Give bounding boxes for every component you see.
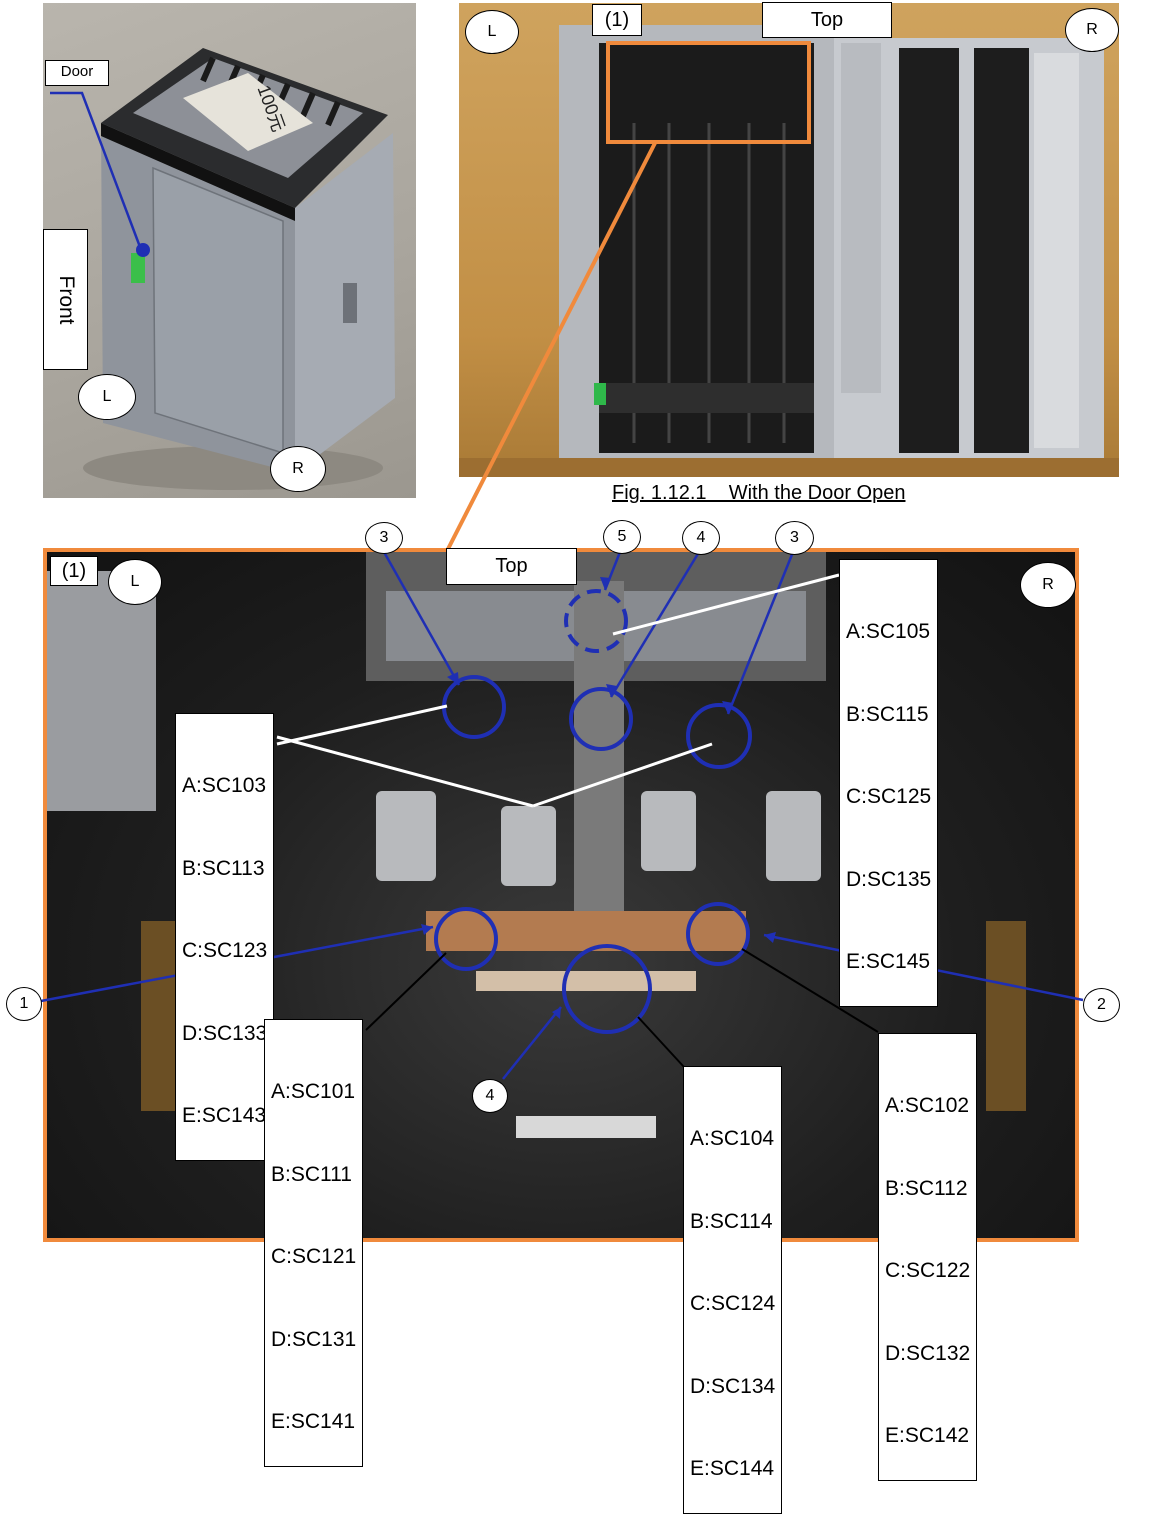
sensor-id: D:SC135	[846, 867, 932, 891]
sensor-id: E:SC141	[271, 1410, 356, 1433]
callout-4-bottom: 4	[472, 1079, 508, 1113]
callout-lines	[40, 142, 1084, 1080]
left-marker-unit: L	[78, 374, 136, 420]
callout-2: 2	[1083, 988, 1120, 1022]
sensor-id: D:SC133	[182, 1021, 268, 1045]
sensor-id: B:SC112	[885, 1176, 968, 1200]
door-label: Door	[45, 60, 109, 86]
callout-3-left: 3	[365, 522, 403, 554]
right-marker-unit: R	[270, 446, 326, 492]
figure-caption: Fig. 1.12.1 With the Door Open	[612, 482, 906, 504]
sensor-id: A:SC105	[846, 620, 931, 643]
top-label-detail: Top	[446, 548, 577, 585]
sensor-id: B:SC113	[182, 856, 265, 880]
sensor-id: B:SC111	[271, 1162, 352, 1186]
area-1-label-open: (1)	[592, 4, 642, 36]
sensor-group-sc103: A:SC103 B:SC113 C:SC123 D:SC133 E:SC143	[175, 713, 275, 1161]
left-marker-open: L	[465, 10, 519, 54]
sensor-group-sc105: A:SC105 B:SC115 C:SC125 D:SC135 E:SC145	[839, 559, 939, 1007]
sensor-id: C:SC123	[182, 939, 268, 962]
sensor-id: C:SC121	[271, 1245, 357, 1268]
callout-3-right: 3	[775, 521, 814, 555]
sensor-id: A:SC104	[690, 1127, 775, 1150]
sensor-id: A:SC102	[885, 1094, 970, 1117]
sensor-id: E:SC142	[885, 1424, 970, 1447]
sensor-id: A:SC103	[182, 774, 267, 797]
area-1-label-detail: (1)	[50, 556, 98, 586]
right-marker-detail: R	[1020, 562, 1076, 608]
area-1-highlight	[606, 41, 811, 144]
left-marker-detail: L	[108, 559, 162, 605]
sensor-id: E:SC143	[182, 1104, 267, 1127]
door-open-photo	[459, 3, 1119, 477]
sensor-id: E:SC144	[690, 1457, 775, 1480]
sensor-id: D:SC131	[271, 1327, 357, 1351]
sensor-id: C:SC122	[885, 1259, 971, 1282]
door-open-drawing	[459, 25, 1119, 477]
sensor-id: D:SC134	[690, 1374, 776, 1398]
front-label: Front	[43, 229, 88, 370]
top-label-open: Top	[762, 2, 892, 38]
sensor-id: B:SC114	[690, 1209, 773, 1233]
sensor-id: B:SC115	[846, 702, 929, 726]
sensor-id: A:SC101	[271, 1080, 356, 1103]
door-pointer	[50, 91, 150, 257]
sensor-id: E:SC145	[846, 950, 931, 973]
sensor-id: C:SC125	[846, 785, 932, 808]
callout-4-top: 4	[682, 521, 720, 555]
sensor-id: D:SC132	[885, 1341, 971, 1365]
right-marker-open: R	[1065, 8, 1119, 52]
callout-1: 1	[6, 987, 42, 1021]
sensor-id: C:SC124	[690, 1292, 776, 1315]
cassette-unit-photo: 100元	[43, 3, 416, 498]
callout-5: 5	[603, 520, 641, 554]
